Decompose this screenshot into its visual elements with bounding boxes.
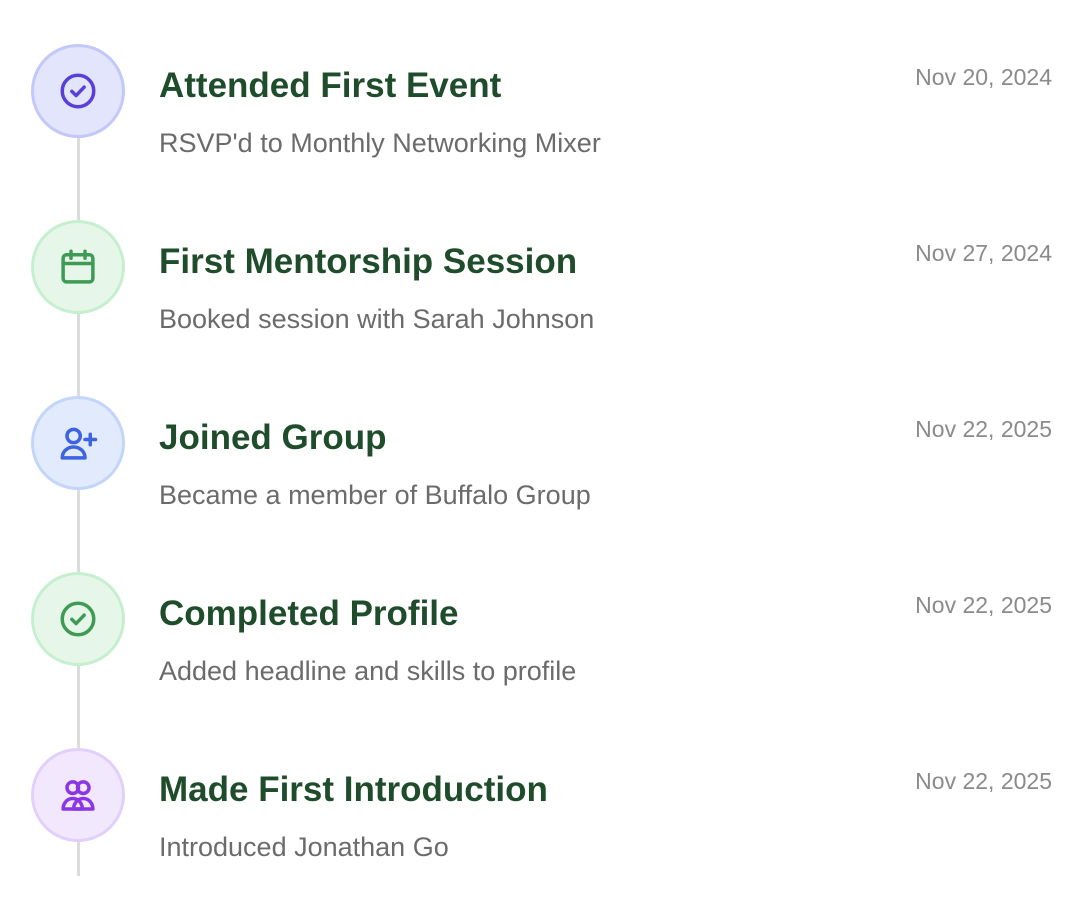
timeline-icon-circle bbox=[31, 220, 125, 314]
timeline-icon-circle bbox=[31, 748, 125, 842]
calendar-icon bbox=[61, 249, 95, 284]
check-circle-icon bbox=[60, 601, 96, 637]
timeline-item-title: Joined Group bbox=[159, 418, 387, 457]
timeline-item-attended-first-event: Attended First Event RSVP'd to Monthly N… bbox=[0, 44, 1084, 220]
timeline-item-date: Nov 22, 2025 bbox=[915, 416, 1052, 442]
timeline-item-completed-profile: Completed Profile Added headline and ski… bbox=[0, 572, 1084, 748]
check-circle-icon bbox=[60, 73, 96, 109]
timeline-item-date: Nov 20, 2024 bbox=[915, 64, 1052, 90]
user-plus-icon bbox=[60, 427, 98, 460]
timeline-item-date: Nov 22, 2025 bbox=[915, 768, 1052, 794]
timeline-icon-circle bbox=[31, 44, 125, 138]
timeline-item-joined-group: Joined Group Became a member of Buffalo … bbox=[0, 396, 1084, 572]
timeline-item-title: Made First Introduction bbox=[159, 770, 548, 809]
timeline-item-description: Added headline and skills to profile bbox=[159, 656, 577, 686]
timeline-item-date: Nov 22, 2025 bbox=[915, 592, 1052, 618]
timeline-item-first-mentorship-session: First Mentorship Session Booked session … bbox=[0, 220, 1084, 396]
timeline-item-date: Nov 27, 2024 bbox=[915, 240, 1052, 266]
timeline-item-description: Became a member of Buffalo Group bbox=[159, 480, 591, 510]
timeline-item-made-first-introduction: Made First Introduction Introduced Jonat… bbox=[0, 748, 1084, 898]
timeline-item-title: Attended First Event bbox=[159, 66, 502, 105]
timeline-item-description: Introduced Jonathan Go bbox=[159, 832, 449, 862]
timeline-icon-circle bbox=[31, 396, 125, 490]
timeline-item-title: Completed Profile bbox=[159, 594, 459, 633]
timeline-item-description: RSVP'd to Monthly Networking Mixer bbox=[159, 128, 601, 158]
users-icon bbox=[61, 780, 95, 811]
timeline-item-description: Booked session with Sarah Johnson bbox=[159, 304, 595, 334]
timeline-icon-circle bbox=[31, 572, 125, 666]
timeline-item-title: First Mentorship Session bbox=[159, 242, 578, 281]
